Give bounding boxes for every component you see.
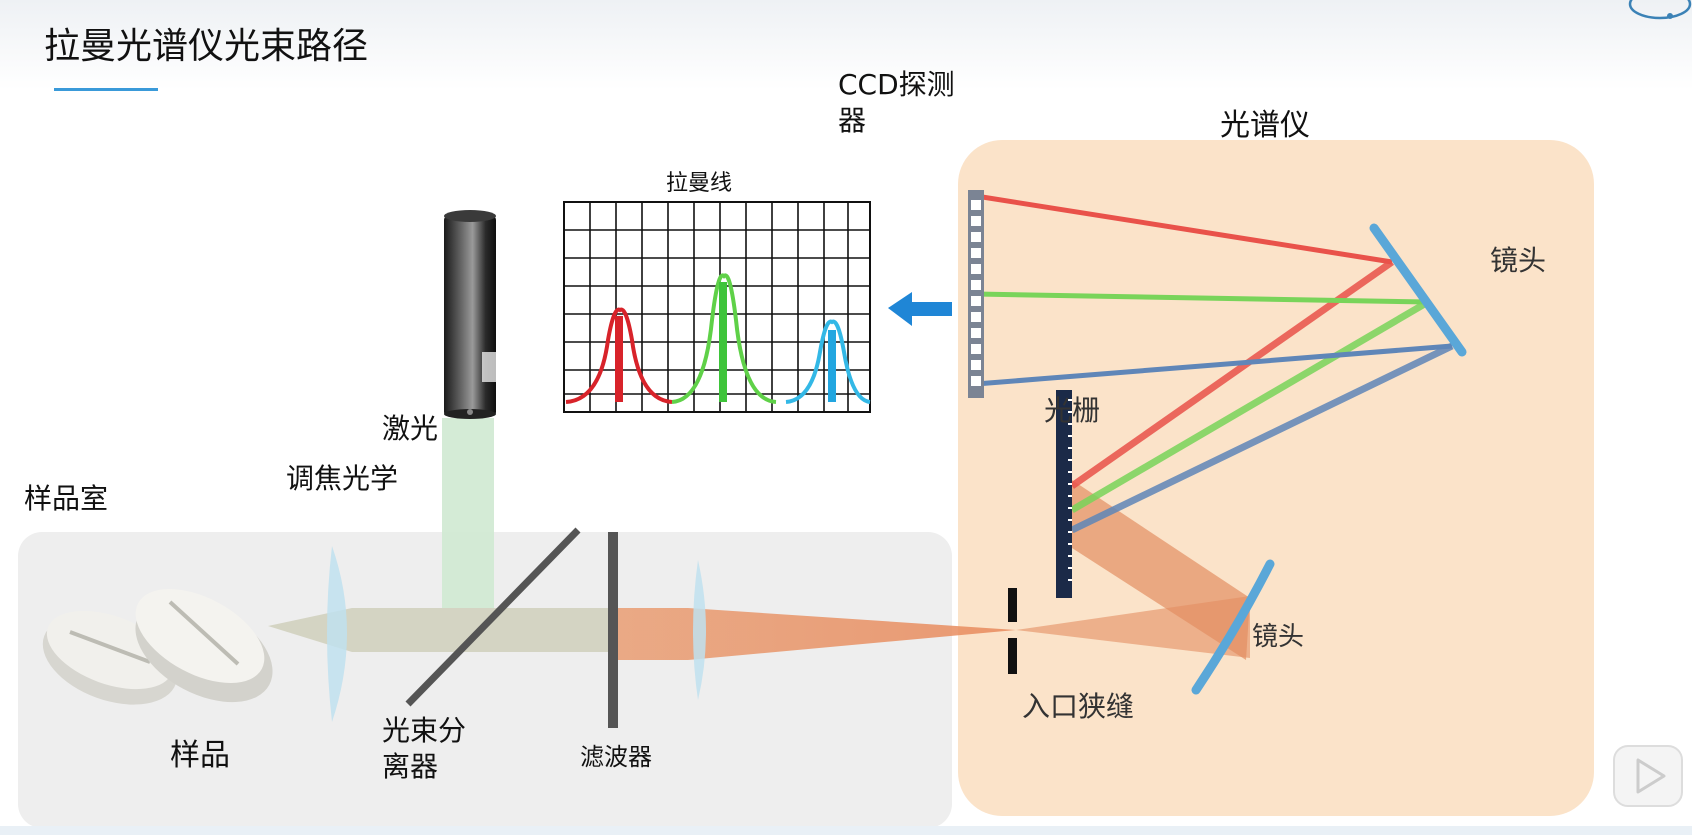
laser-beam xyxy=(442,418,494,608)
raman-beam xyxy=(612,608,1016,660)
sample-pills xyxy=(42,589,273,705)
filter-label: 滤波器 xyxy=(580,743,652,771)
bottom-mirror xyxy=(1191,559,1275,695)
header-band xyxy=(0,0,1692,90)
beam-splitter-label-line2: 离器 xyxy=(382,750,438,783)
spectrometer-label: 光谱仪 xyxy=(1220,108,1310,143)
title-underline xyxy=(54,88,158,91)
laser-label: 激光 xyxy=(382,412,438,445)
dispersed-rays xyxy=(975,193,1454,534)
grating-beam xyxy=(1072,480,1250,660)
raman-lines-label: 拉曼线 xyxy=(666,171,732,196)
ccd-detector xyxy=(968,190,984,398)
grating-label: 光栅 xyxy=(1044,394,1100,427)
grating xyxy=(1056,390,1072,598)
bottom-strip xyxy=(0,826,1692,835)
ccd-label-line2: 器 xyxy=(838,104,866,137)
beam-splitter xyxy=(405,527,581,707)
raman-spectrum-chart xyxy=(563,201,871,413)
peak-bar-red xyxy=(615,316,623,402)
page-title: 拉曼光谱仪光束路径 xyxy=(44,26,368,67)
sample-beam xyxy=(268,608,612,652)
ccd-label-line1: CCD探测 xyxy=(838,68,955,101)
focusing-optics-label: 调焦光学 xyxy=(286,462,398,495)
lens-top-label: 镜头 xyxy=(1490,244,1546,277)
logo-icon xyxy=(1628,0,1692,20)
top-mirror xyxy=(1369,223,1467,357)
lens-bottom-label: 镜头 xyxy=(1252,622,1304,652)
peak-bar-green xyxy=(719,282,727,402)
peak-bar-blue xyxy=(828,330,836,402)
beam-splitter-label-line1: 光束分 xyxy=(382,714,466,747)
sample-label: 样品 xyxy=(170,738,230,773)
focusing-lens xyxy=(327,546,347,722)
entrance-slit-label: 入口狭缝 xyxy=(1022,690,1134,723)
sample-chamber-label: 样品室 xyxy=(24,482,108,515)
sample-chamber-box xyxy=(18,532,952,828)
filter xyxy=(608,532,618,728)
entrance-slit xyxy=(1008,588,1017,674)
laser-source xyxy=(444,210,496,419)
arrow-left-icon xyxy=(888,292,952,326)
collecting-lens xyxy=(693,560,706,700)
play-icon[interactable] xyxy=(1613,745,1683,807)
